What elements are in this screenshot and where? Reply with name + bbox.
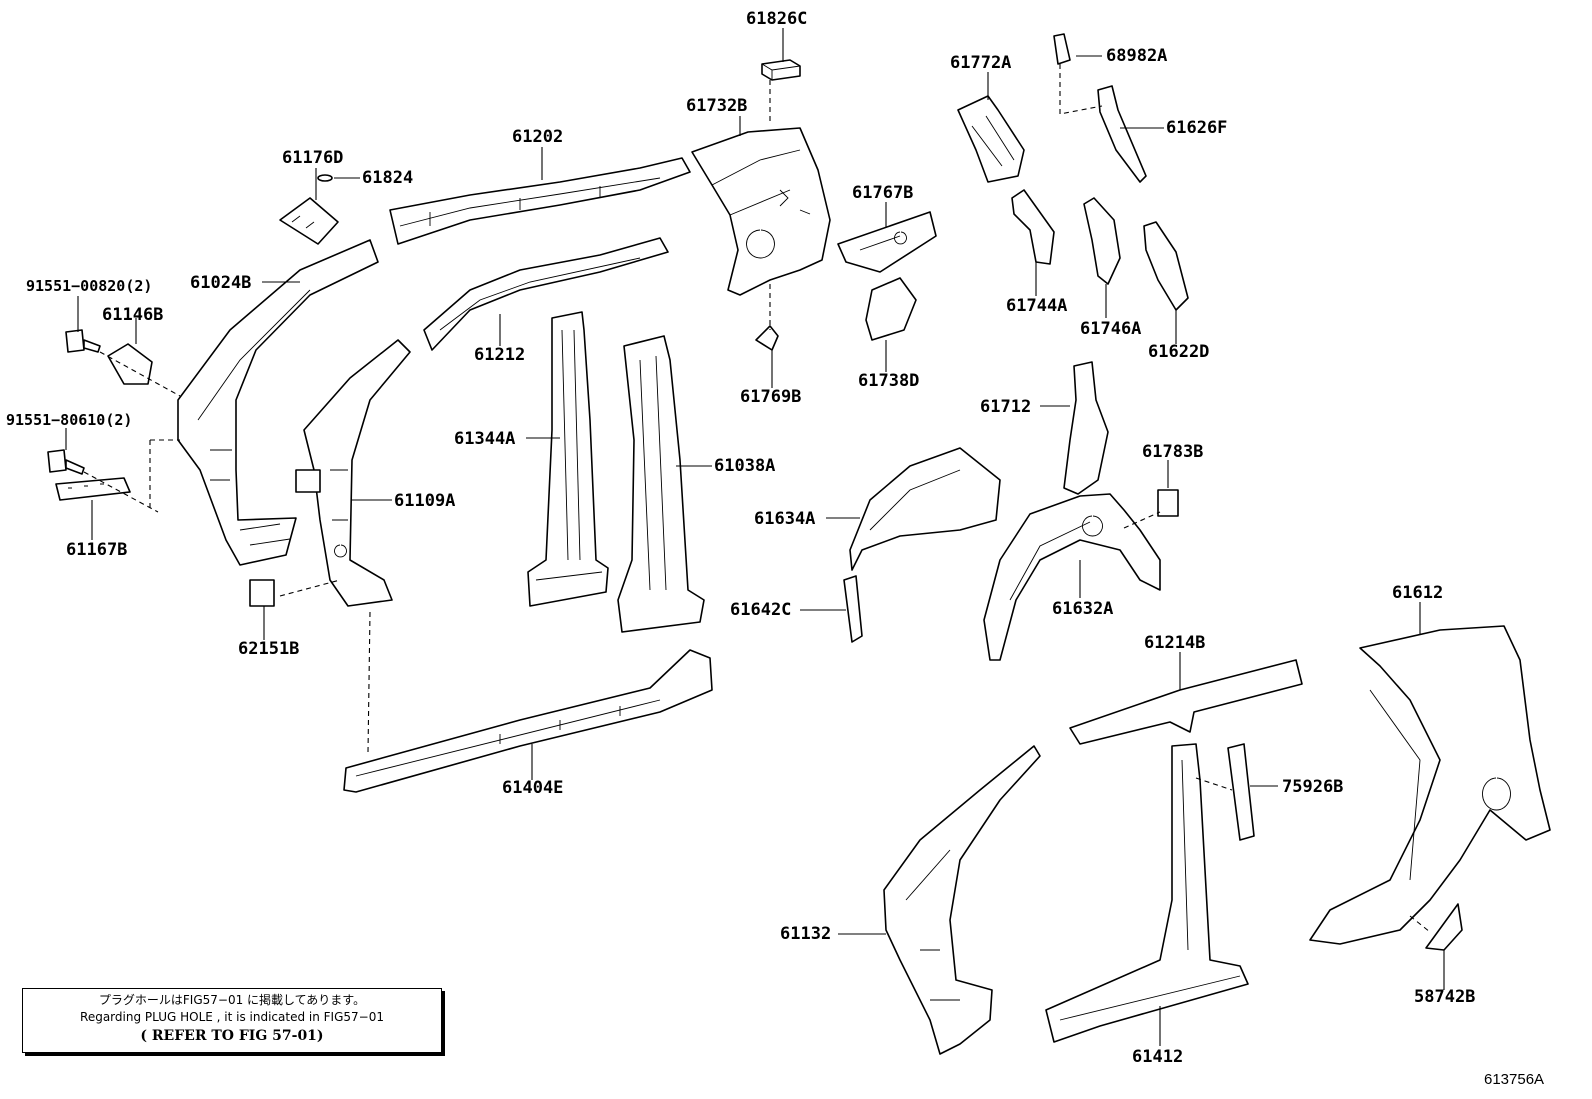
part-61146b	[107, 343, 153, 385]
label-62151b: 62151B	[238, 639, 300, 659]
label-61767b: 61767B	[852, 183, 914, 203]
label-61132: 61132	[780, 924, 832, 944]
bolt-91551-80610	[47, 449, 85, 475]
part-61632a	[983, 493, 1161, 661]
label-61772a: 61772A	[950, 53, 1012, 73]
part-61824	[317, 174, 333, 182]
part-61769b	[755, 325, 779, 351]
label-61612: 61612	[1392, 583, 1444, 603]
label-61632a: 61632A	[1052, 599, 1114, 619]
part-61404e	[343, 649, 713, 793]
note-line-english: Regarding PLUG HOLE , it is indicated in…	[80, 1010, 384, 1024]
note-line-refer: ( REFER TO FIG 57-01)	[140, 1028, 324, 1044]
label-61024b: 61024B	[190, 273, 252, 293]
label-61412: 61412	[1132, 1047, 1184, 1067]
label-61642c: 61642C	[730, 600, 792, 620]
label-61769b: 61769B	[740, 387, 802, 407]
label-61712: 61712	[980, 397, 1032, 417]
label-61626f: 61626F	[1166, 118, 1228, 138]
note-line-japanese: プラグホールはFIG57−01 に掲載してあります。	[98, 993, 366, 1007]
label-58742b: 58742B	[1414, 987, 1476, 1007]
part-61038a	[617, 335, 705, 633]
part-61826c	[761, 59, 801, 81]
label-61783b: 61783B	[1142, 442, 1204, 462]
label-61404e: 61404E	[502, 778, 564, 798]
part-61772a	[957, 95, 1025, 183]
part-61744a	[1011, 189, 1055, 265]
label-91551-80610: 91551−80610(2)	[6, 411, 133, 429]
label-61176d: 61176D	[282, 148, 344, 168]
part-75926b	[1227, 743, 1255, 841]
label-61344a: 61344A	[454, 429, 516, 449]
part-61412	[1045, 743, 1249, 1043]
label-61824: 61824	[362, 168, 414, 188]
label-61634a: 61634A	[754, 509, 816, 529]
part-61746a	[1083, 197, 1121, 285]
label-61109a: 61109A	[394, 491, 456, 511]
label-61746a: 61746A	[1080, 319, 1142, 339]
label-61167b: 61167B	[66, 540, 128, 560]
label-61732b: 61732B	[686, 96, 748, 116]
label-61146b: 61146B	[102, 305, 164, 325]
part-61712	[1063, 361, 1109, 495]
bolt-91551-00820	[65, 329, 101, 353]
part-61212	[423, 237, 669, 351]
part-61612	[1309, 625, 1551, 945]
part-61214b	[1069, 659, 1303, 745]
leader-lines	[65, 28, 1445, 1046]
part-61132	[883, 745, 1041, 1055]
part-61344a	[527, 311, 609, 607]
part-58742b	[1425, 903, 1463, 951]
label-61744a: 61744A	[1006, 296, 1068, 316]
label-68982a: 68982A	[1106, 46, 1168, 66]
part-61783b	[1157, 489, 1179, 517]
part-61109a	[295, 339, 411, 607]
part-61738d	[865, 277, 917, 341]
label-61202: 61202	[512, 127, 564, 147]
label-61622d: 61622D	[1148, 342, 1210, 362]
label-61826c: 61826C	[746, 9, 808, 29]
part-61167b	[55, 477, 131, 501]
label-61038a: 61038A	[714, 456, 776, 476]
part-61626f	[1097, 85, 1147, 183]
part-68982a	[1053, 33, 1071, 65]
part-61642c	[843, 575, 863, 643]
part-61176d	[279, 197, 339, 245]
dashed-lines	[83, 64, 1431, 933]
part-61024b	[177, 239, 379, 566]
part-61202	[389, 157, 691, 245]
figure-id: 613756A	[1484, 1071, 1545, 1088]
plug-hole-note: プラグホールはFIG57−01 に掲載してあります。 Regarding PLU…	[22, 988, 442, 1053]
label-61214b: 61214B	[1144, 633, 1206, 653]
label-61212: 61212	[474, 345, 526, 365]
label-61738d: 61738D	[858, 371, 920, 391]
part-61767b	[837, 211, 937, 273]
label-75926b: 75926B	[1282, 777, 1344, 797]
part-62151b	[249, 579, 275, 607]
part-61622d	[1143, 221, 1189, 311]
part-61732b	[691, 127, 831, 296]
part-61634a	[849, 447, 1001, 571]
label-91551-00820: 91551−00820(2)	[26, 277, 153, 295]
